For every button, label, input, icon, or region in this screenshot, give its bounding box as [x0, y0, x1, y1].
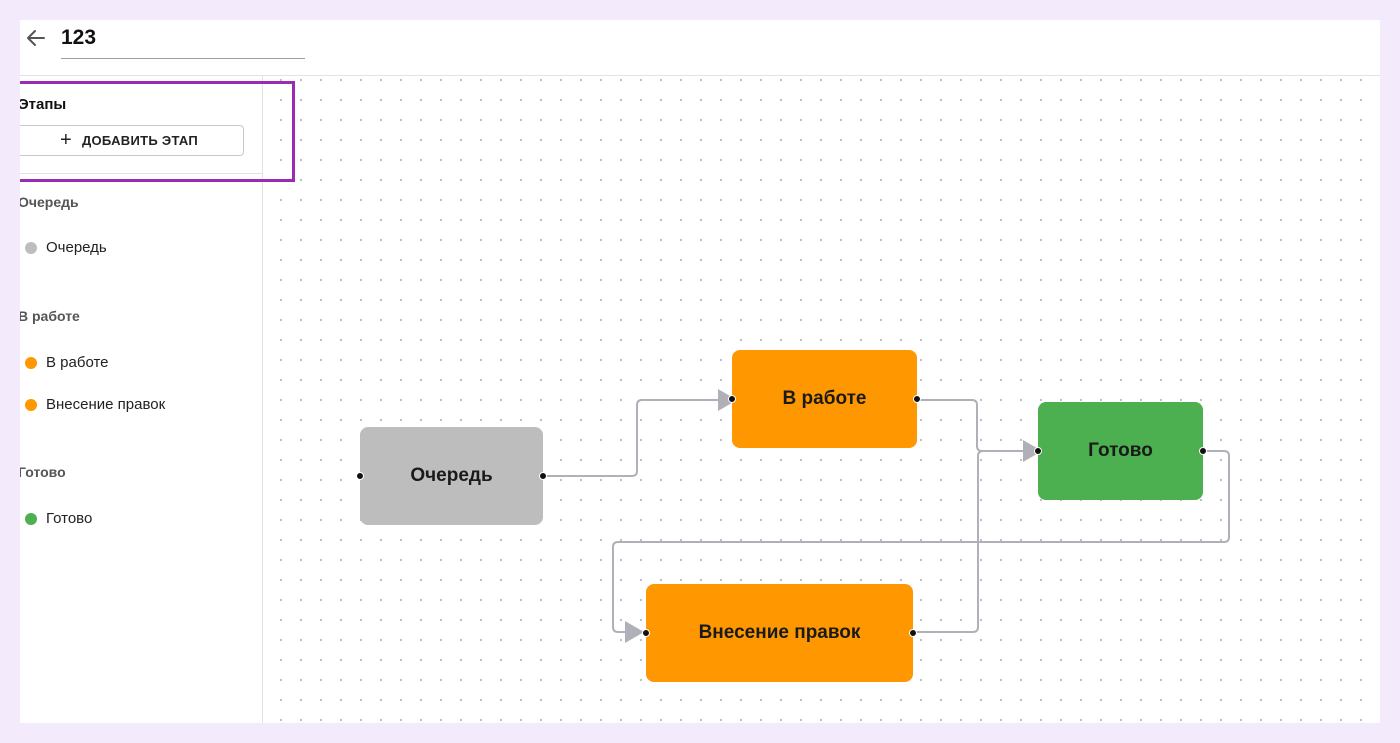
stages-title: Этапы	[20, 96, 67, 113]
node-label: Очередь	[410, 465, 493, 486]
node-output-handle[interactable]	[913, 395, 921, 403]
app-window: Этапы + ДОБАВИТЬ ЭТАП Очередь Очередь В …	[20, 20, 1380, 723]
stage-label: В работе	[46, 354, 109, 371]
sidebar-item-in-progress[interactable]: В работе	[25, 354, 109, 371]
title-field[interactable]	[61, 24, 305, 59]
stage-label: Готово	[46, 510, 93, 527]
node-queue[interactable]: Очередь	[356, 427, 547, 525]
title-input[interactable]	[61, 24, 301, 52]
node-input-handle[interactable]	[1034, 447, 1042, 455]
node-in-progress[interactable]: В работе	[728, 350, 921, 448]
header	[20, 20, 1380, 76]
node-input-handle[interactable]	[642, 629, 650, 637]
node-label: Внесение правок	[698, 622, 861, 643]
sidebar-header: Этапы + ДОБАВИТЬ ЭТАП	[20, 76, 262, 174]
node-edits[interactable]: Внесение правок	[642, 584, 917, 682]
add-stage-button[interactable]: + ДОБАВИТЬ ЭТАП	[20, 125, 244, 156]
group-title-done: Готово	[20, 464, 66, 480]
stage-label: Очередь	[46, 239, 107, 256]
node-input-handle[interactable]	[728, 395, 736, 403]
stage-label: Внесение правок	[46, 396, 166, 413]
stage-color-dot	[25, 356, 37, 369]
sidebar-item-edits[interactable]: Внесение правок	[25, 396, 165, 413]
add-stage-label: ДОБАВИТЬ ЭТАП	[81, 133, 199, 148]
node-input-handle[interactable]	[356, 472, 364, 480]
stage-color-dot	[25, 512, 37, 525]
sidebar-item-done[interactable]: Готово	[25, 510, 92, 527]
stage-color-dot	[25, 398, 37, 411]
sidebar: Этапы + ДОБАВИТЬ ЭТАП Очередь Очередь В …	[20, 76, 263, 723]
group-title-in-progress: В работе	[20, 308, 80, 324]
node-output-handle[interactable]	[909, 629, 917, 637]
node-done[interactable]: Готово	[1034, 402, 1207, 500]
node-label: Готово	[1088, 440, 1153, 461]
group-title-queue: Очередь	[20, 194, 79, 210]
back-button[interactable]	[24, 26, 48, 50]
stage-color-dot	[25, 241, 37, 254]
node-label: В работе	[782, 388, 867, 409]
sidebar-item-queue[interactable]: Очередь	[25, 239, 107, 256]
plus-icon: +	[59, 128, 72, 151]
node-output-handle[interactable]	[539, 472, 547, 480]
node-output-handle[interactable]	[1199, 447, 1207, 455]
arrow-left-icon[interactable]	[24, 26, 48, 50]
